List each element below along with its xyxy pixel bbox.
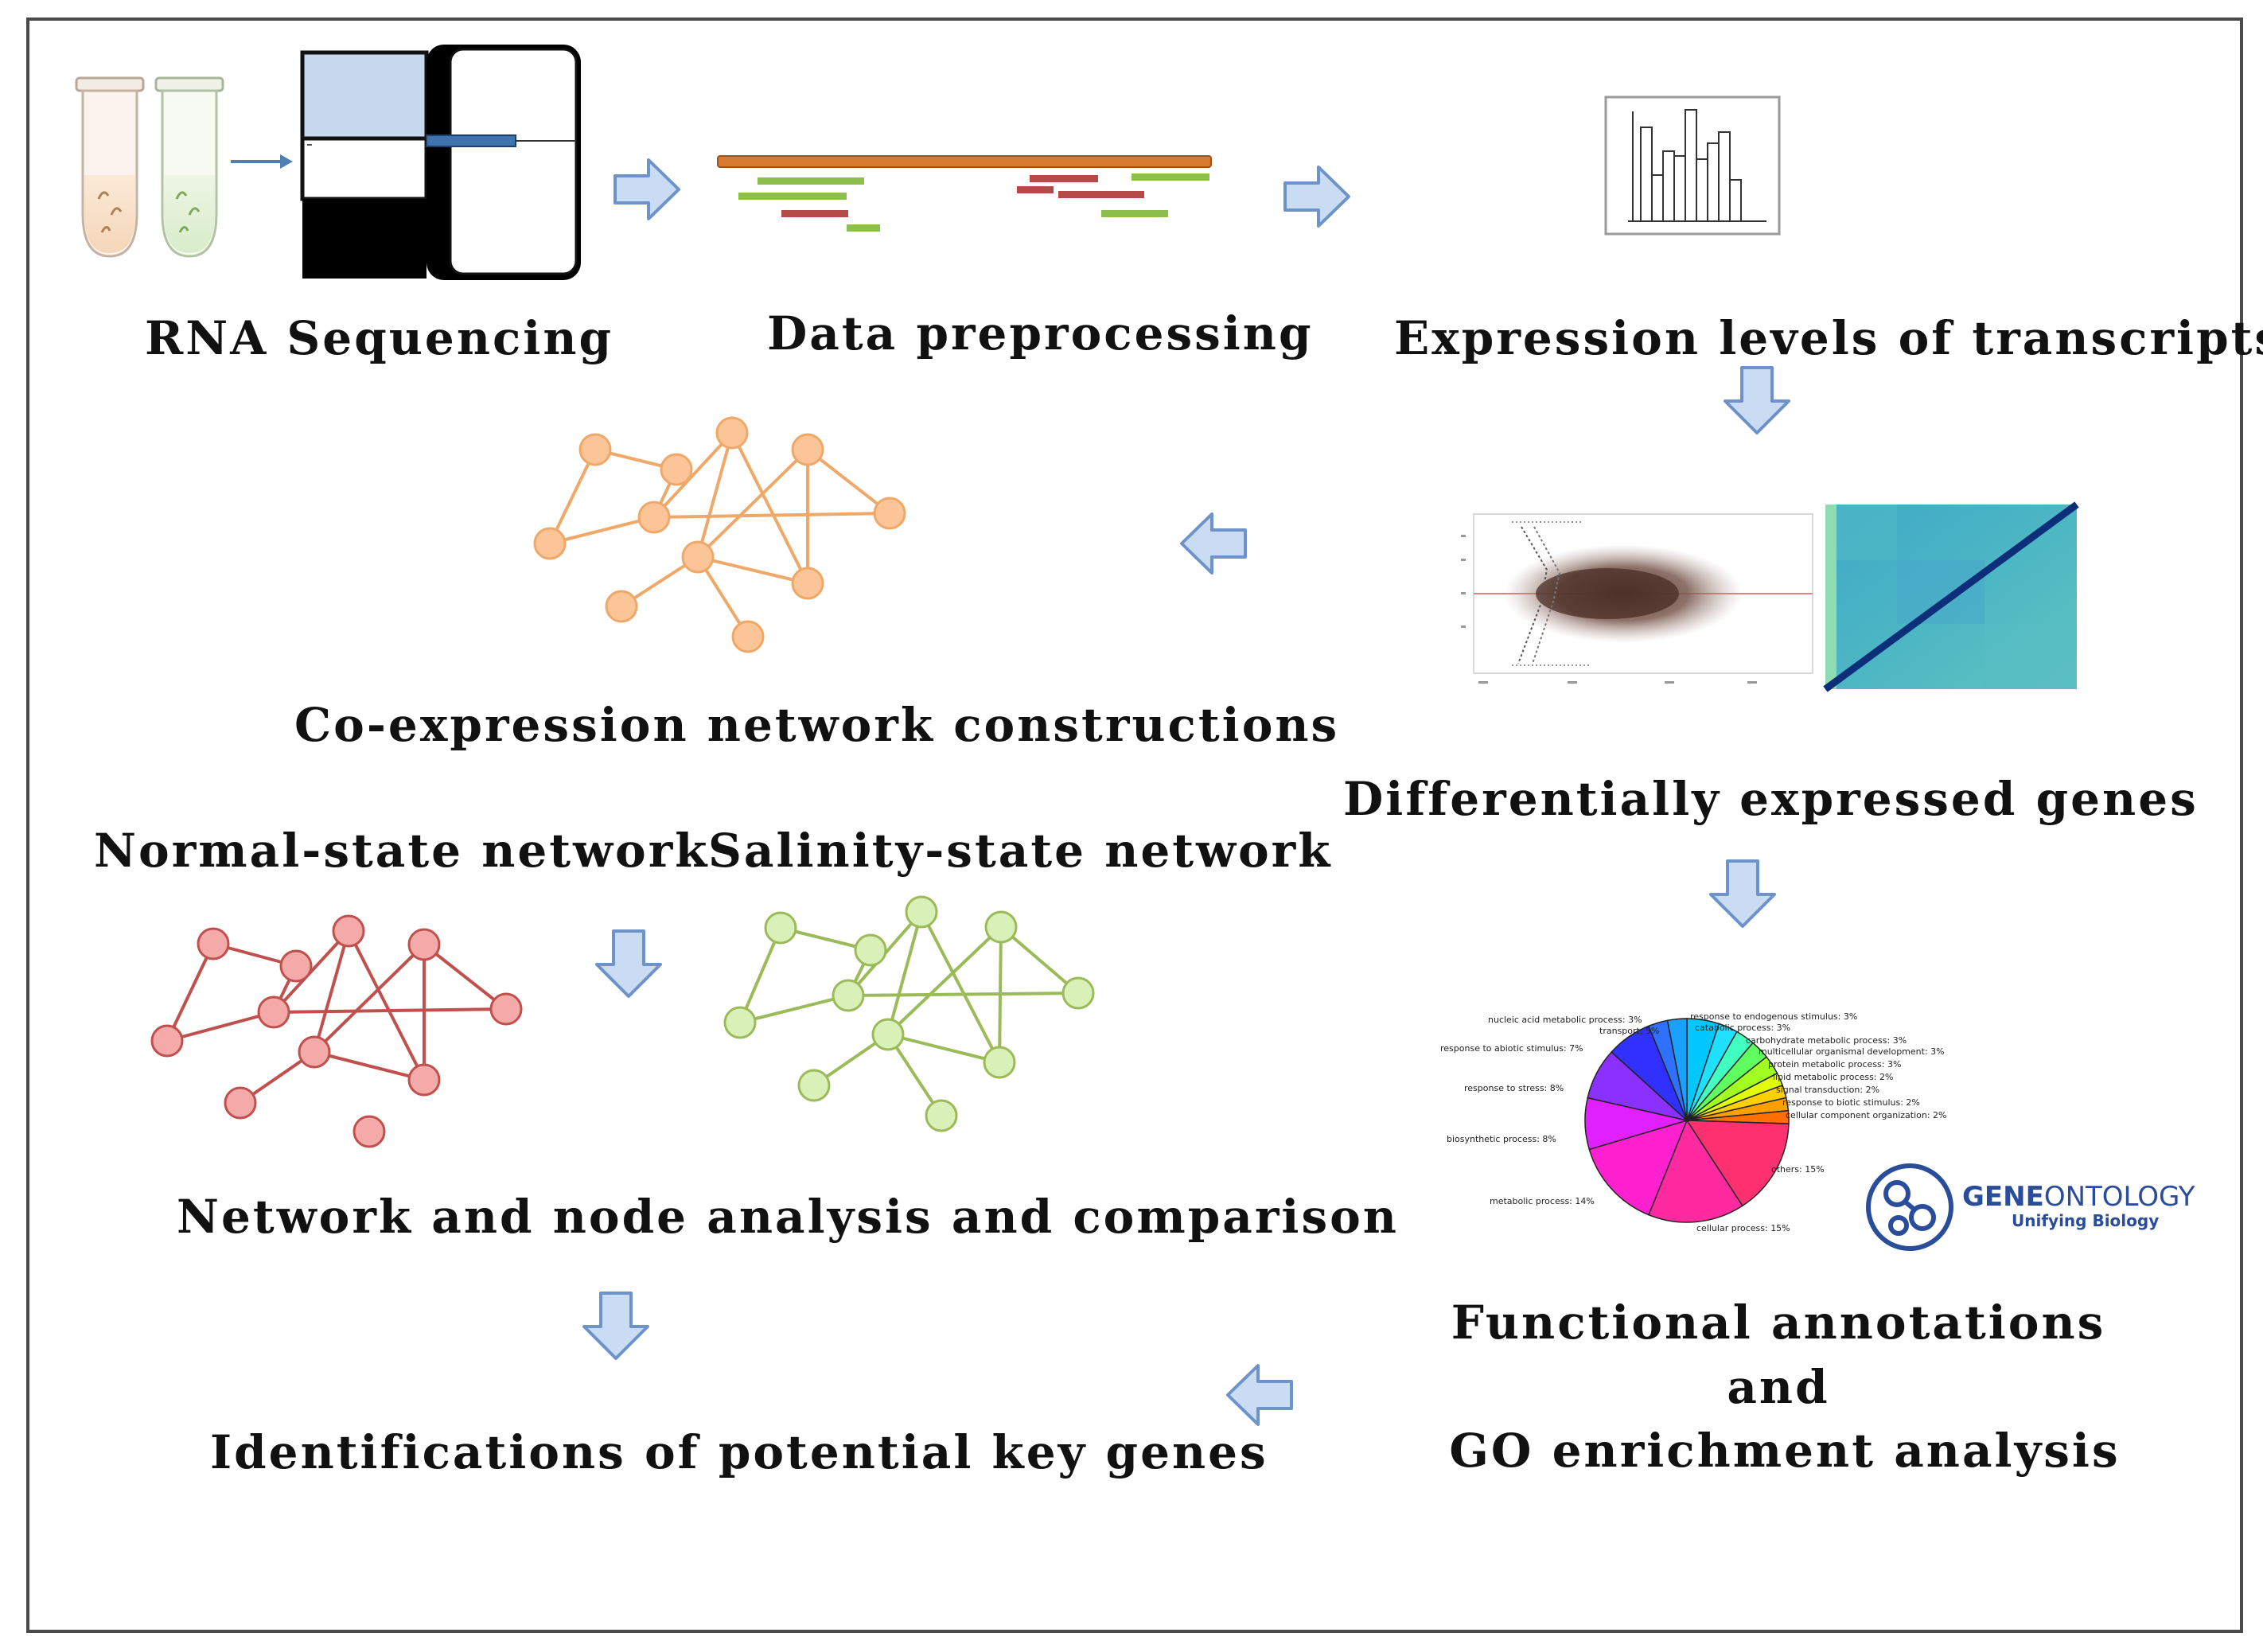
- gene-ontology-logo: [1866, 1163, 1953, 1251]
- go-logo-wordmark: GENEONTOLOGY: [1962, 1183, 2195, 1210]
- go-logo-tagline: Unifying Biology: [2012, 1211, 2160, 1230]
- ma-plot-icon: [1461, 513, 1813, 684]
- label-salinity-network: Salinity-state network: [708, 824, 1333, 878]
- correlation-heatmap-icon: [1823, 501, 2079, 692]
- pie-label: cellular process: 15%: [1696, 1223, 1790, 1233]
- pie-label: cellular component organization: 2%: [1786, 1110, 1947, 1120]
- coexpression-nodes: [533, 416, 906, 653]
- flow-arrow-left-1: [1180, 512, 1247, 575]
- pie-label: signal transduction: 2%: [1776, 1085, 1880, 1095]
- label-normal-network: Normal-state network: [94, 824, 710, 878]
- pie-label: response to endogenous stimulus: 3%: [1690, 1011, 1858, 1022]
- pie-slice: [1666, 1018, 1688, 1121]
- pie-label: response to biotic stimulus: 2%: [1782, 1097, 1920, 1108]
- go-logo-gene: GENE: [1962, 1181, 2044, 1213]
- label-deg: Differentially expressed genes: [1343, 772, 2199, 826]
- figure-frame: [26, 18, 2243, 1633]
- pie-slice: [1685, 1120, 1790, 1207]
- pie-label: carbohydrate metabolic process: 3%: [1746, 1035, 1907, 1046]
- go-pie-chart-icon: [1584, 1018, 1790, 1223]
- label-data-preprocessing: Data preprocessing: [767, 306, 1314, 360]
- small-arrow-icon: [231, 154, 293, 169]
- pie-label: metabolic process: 14%: [1490, 1196, 1595, 1206]
- label-go-enrichment: GO enrichment analysis: [1449, 1424, 2121, 1478]
- pie-label: nucleic acid metabolic process: 3%: [1488, 1015, 1642, 1025]
- label-expression-levels: Expression levels of transcripts: [1394, 311, 2263, 365]
- label-network-analysis: Network and node analysis and comparison: [177, 1190, 1399, 1244]
- pie-label: biosynthetic process: 8%: [1447, 1134, 1556, 1144]
- pie-label: lipid metabolic process: 2%: [1773, 1072, 1894, 1082]
- flow-arrow-down-2: [1709, 859, 1776, 928]
- sequence-reads-icon: [717, 155, 1212, 232]
- pie-label: catabolic process: 3%: [1695, 1023, 1791, 1033]
- pie-label: response to stress: 8%: [1464, 1083, 1564, 1093]
- normal-state-nodes: [150, 914, 523, 1148]
- pie-label: protein metabolic process: 3%: [1768, 1059, 1902, 1070]
- label-rna-sequencing: RNA Sequencing: [145, 311, 614, 365]
- pie-label: response to abiotic stimulus: 7%: [1440, 1043, 1583, 1054]
- flow-arrow-down-1: [1724, 366, 1790, 434]
- flow-arrow-right-2: [1283, 166, 1350, 228]
- expression-bars-icon: [1604, 95, 1781, 236]
- pie-slice: [1647, 1119, 1743, 1223]
- pie-slice: [1588, 1119, 1688, 1216]
- label-coexpression: Co-expression network constructions: [294, 698, 1340, 752]
- pie-label: transport: 5%: [1599, 1026, 1660, 1036]
- go-logo-ontology: ONTOLOGY: [2043, 1181, 2195, 1213]
- sample-tubes-icon: [75, 76, 224, 258]
- salinity-state-network-icon: [738, 910, 1080, 1117]
- label-and: and: [1727, 1360, 1830, 1414]
- salinity-state-nodes: [723, 895, 1095, 1132]
- flow-arrow-right-1: [613, 158, 680, 220]
- label-identifications: Identifications of potential key genes: [210, 1425, 1268, 1479]
- pie-label: multicellular organismal development: 3%: [1759, 1046, 1945, 1057]
- pie-label: others: 15%: [1771, 1164, 1825, 1175]
- flow-arrow-down-3: [595, 929, 662, 998]
- flow-arrow-left-2: [1226, 1364, 1293, 1426]
- flow-arrow-down-4: [582, 1292, 649, 1360]
- label-functional-annotations: Functional annotations: [1451, 1295, 2106, 1350]
- sequencer-icon: [300, 45, 581, 280]
